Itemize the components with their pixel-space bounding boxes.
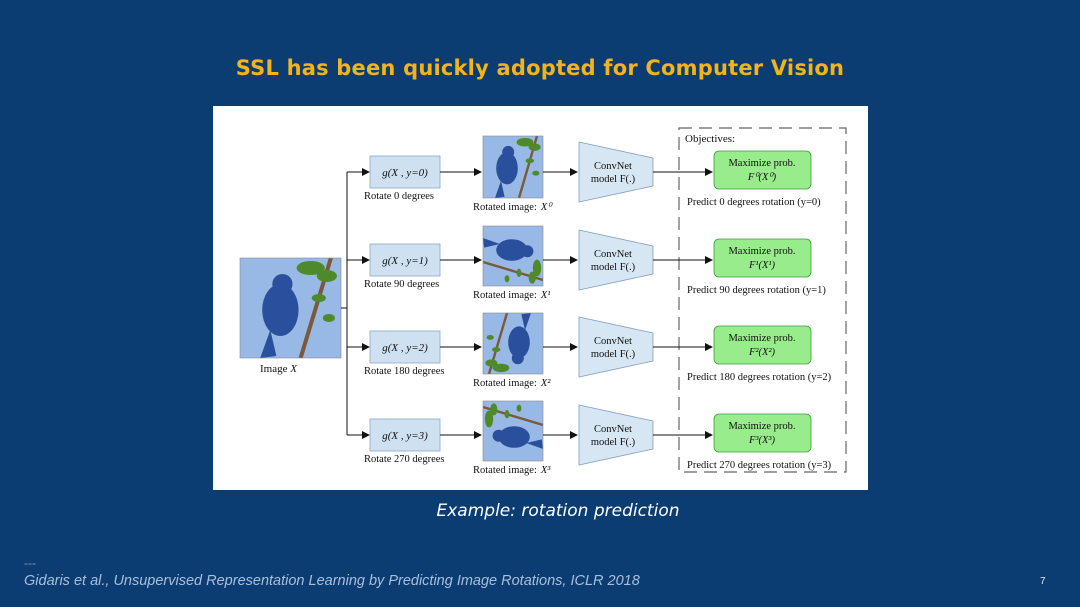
rotation-func-box (369, 155, 441, 189)
figure-caption: Example: rotation prediction (436, 501, 680, 521)
predict-label: Predict 180 degrees rotation (y=2) (687, 372, 832, 383)
convnet-model (578, 141, 654, 203)
convnet-label: ConvNet (594, 424, 632, 435)
rotation-prediction-figure: Objectives: Image X g(X , y=0) Rotate 0 d… (213, 106, 868, 490)
rotated-image-label: Rotated image:X¹ (473, 290, 550, 301)
convnet-model (578, 229, 654, 291)
objective-box (713, 325, 812, 365)
objective-label: Maximize prob. (728, 158, 795, 169)
objective-box (713, 238, 812, 278)
objective-label: Maximize prob. (728, 421, 795, 432)
rotation-func-box (369, 330, 441, 364)
rotated-image-label: Rotated image:X⁰ (473, 202, 553, 213)
citation: Gidaris et al., Unsupervised Representat… (24, 573, 640, 589)
predict-label: Predict 270 degrees rotation (y=3) (687, 460, 832, 471)
input-image (239, 257, 342, 359)
convnet-label: ConvNet (594, 249, 632, 260)
convnet-model (578, 404, 654, 466)
objective-box (713, 413, 812, 453)
predict-label: Predict 90 degrees rotation (y=1) (687, 285, 826, 296)
convnet-sublabel: model F(.) (591, 174, 636, 185)
rotation-func-label: g(X , y=1) (382, 255, 428, 267)
footer-separator: --- (24, 556, 36, 570)
convnet-label: ConvNet (594, 161, 632, 172)
convnet-model (578, 316, 654, 378)
objectives-title: Objectives: (685, 133, 735, 145)
convnet-sublabel: model F(.) (591, 437, 636, 448)
rotated-image-label: Rotated image:X³ (473, 465, 551, 476)
figure-canvas: Objectives: Image X g(X , y=0) Rotate 0 d… (239, 127, 847, 476)
rotated-image (482, 400, 544, 462)
input-image-label: Image X (260, 363, 298, 375)
slide-title: SSL has been quickly adopted for Compute… (235, 56, 845, 80)
rotation-func-label: g(X , y=0) (382, 167, 428, 179)
convnet-sublabel: model F(.) (591, 349, 636, 360)
rotated-image-label: Rotated image:X² (473, 378, 551, 389)
convnet-sublabel: model F(.) (591, 262, 636, 273)
objective-box (713, 150, 812, 190)
objective-label: Maximize prob. (728, 246, 795, 257)
page-number: 7 (1040, 576, 1046, 587)
rotate-label: Rotate 270 degrees (364, 454, 444, 465)
objective-expression: F¹(X¹) (748, 260, 776, 271)
objective-expression: F²(X²) (748, 347, 776, 358)
convnet-label: ConvNet (594, 336, 632, 347)
objective-expression: F⁰(X⁰) (747, 172, 777, 183)
rotate-label: Rotate 0 degrees (364, 191, 434, 202)
rotated-image (482, 135, 544, 199)
objectives-panel (678, 127, 847, 473)
rotate-label: Rotate 180 degrees (364, 366, 444, 377)
rotated-image (482, 225, 544, 287)
objective-label: Maximize prob. (728, 333, 795, 344)
rotation-func-label: g(X , y=3) (382, 430, 428, 442)
rotation-func-box (369, 418, 441, 452)
rotation-func-label: g(X , y=2) (382, 342, 428, 354)
objective-expression: F³(X³) (748, 435, 776, 446)
predict-label: Predict 0 degrees rotation (y=0) (687, 197, 821, 208)
rotated-image (482, 312, 544, 375)
rotate-label: Rotate 90 degrees (364, 279, 439, 290)
